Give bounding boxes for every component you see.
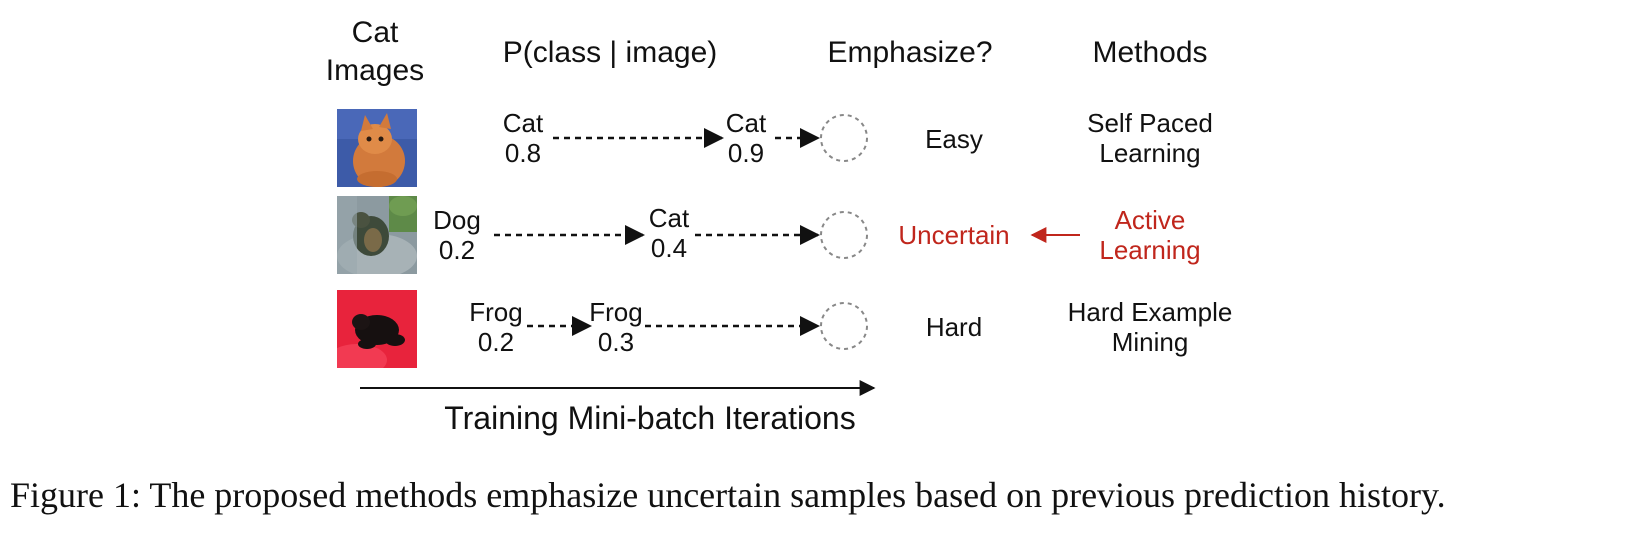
header-cat-images: Cat Images	[310, 14, 440, 90]
row3-prediction-2: Frog 0.3	[580, 297, 652, 357]
row2-emphasis-circle	[820, 211, 868, 259]
header-emphasize: Emphasize?	[827, 36, 993, 69]
row3-prediction-1-label: Frog	[469, 297, 523, 327]
row1-prediction-1-value: 0.8	[504, 138, 542, 168]
row2-prediction-2-value: 0.4	[650, 233, 688, 263]
figure-caption: Figure 1: The proposed methods emphasize…	[10, 475, 1446, 515]
row3-prediction-2-label: Frog	[589, 297, 643, 327]
row3-method-line2: Mining	[1111, 327, 1189, 357]
row1-prediction-2-label: Cat	[725, 108, 767, 138]
row3-method: Hard Example Mining	[1030, 297, 1270, 357]
cat-kitten-image	[337, 109, 417, 187]
row2-method-line1: Active	[1114, 205, 1186, 235]
iterations-axis-label: Training Mini-batch Iterations	[444, 400, 856, 436]
row2-prediction-2: Cat 0.4	[634, 203, 704, 263]
row3-prediction-1-value: 0.2	[477, 327, 515, 357]
row2-emphasis: Uncertain	[898, 220, 1010, 250]
row2-prediction-2-label: Cat	[648, 203, 690, 233]
row2-prediction-1-label: Dog	[433, 205, 481, 235]
row1-method-line1: Self Paced	[1087, 108, 1213, 138]
row3-emphasis: Hard	[925, 312, 983, 342]
row3-prediction-2-value: 0.3	[597, 327, 635, 357]
row3-prediction-1: Frog 0.2	[460, 297, 532, 357]
frog-on-red-image	[337, 290, 417, 368]
row1-prediction-1-label: Cat	[502, 108, 544, 138]
header-cat-images-line1: Cat	[351, 16, 399, 49]
row1-emphasis: Easy	[925, 124, 983, 154]
row3-method-line1: Hard Example	[1067, 297, 1233, 327]
row2-prediction-1-value: 0.2	[438, 235, 476, 265]
row1-prediction-1: Cat 0.8	[488, 108, 558, 168]
cat-on-rock-image	[337, 196, 417, 274]
row2-prediction-1: Dog 0.2	[422, 205, 492, 265]
row3-emphasis-circle	[820, 302, 868, 350]
header-methods: Methods	[1092, 36, 1208, 69]
row1-prediction-2: Cat 0.9	[711, 108, 781, 168]
row1-prediction-2-value: 0.9	[727, 138, 765, 168]
row1-method-line2: Learning	[1099, 138, 1201, 168]
row1-emphasis-circle	[820, 114, 868, 162]
header-cat-images-line2: Images	[325, 54, 425, 87]
row1-method: Self Paced Learning	[1040, 108, 1260, 168]
row2-method: Active Learning	[1040, 205, 1260, 265]
header-probability: P(class | image)	[502, 36, 718, 69]
row2-method-line2: Learning	[1099, 235, 1201, 265]
